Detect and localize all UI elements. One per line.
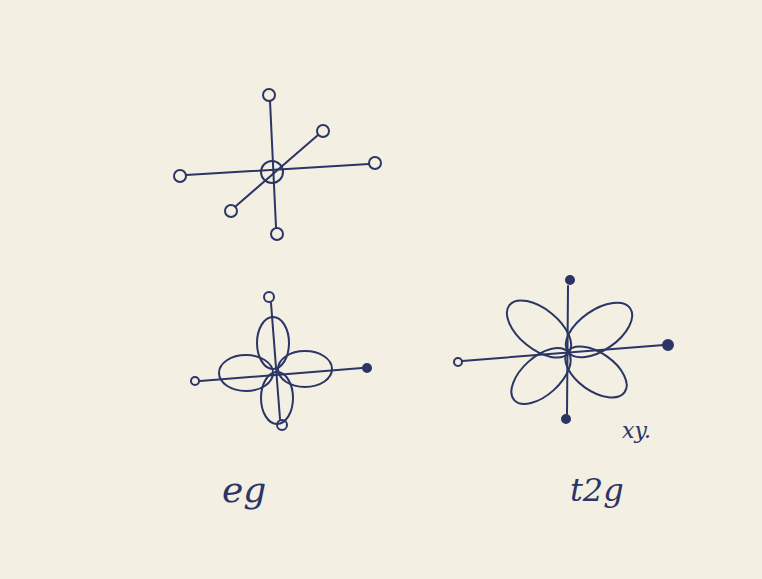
orbital-set-label: t2g xyxy=(570,474,624,506)
orbital-set-label: eg xyxy=(222,472,266,508)
eg-orbital-sketch xyxy=(191,292,371,430)
octahedron-sketch xyxy=(174,89,381,240)
orbital-name: xy. xyxy=(622,420,651,442)
t2g-orbital-sketch xyxy=(454,276,673,423)
